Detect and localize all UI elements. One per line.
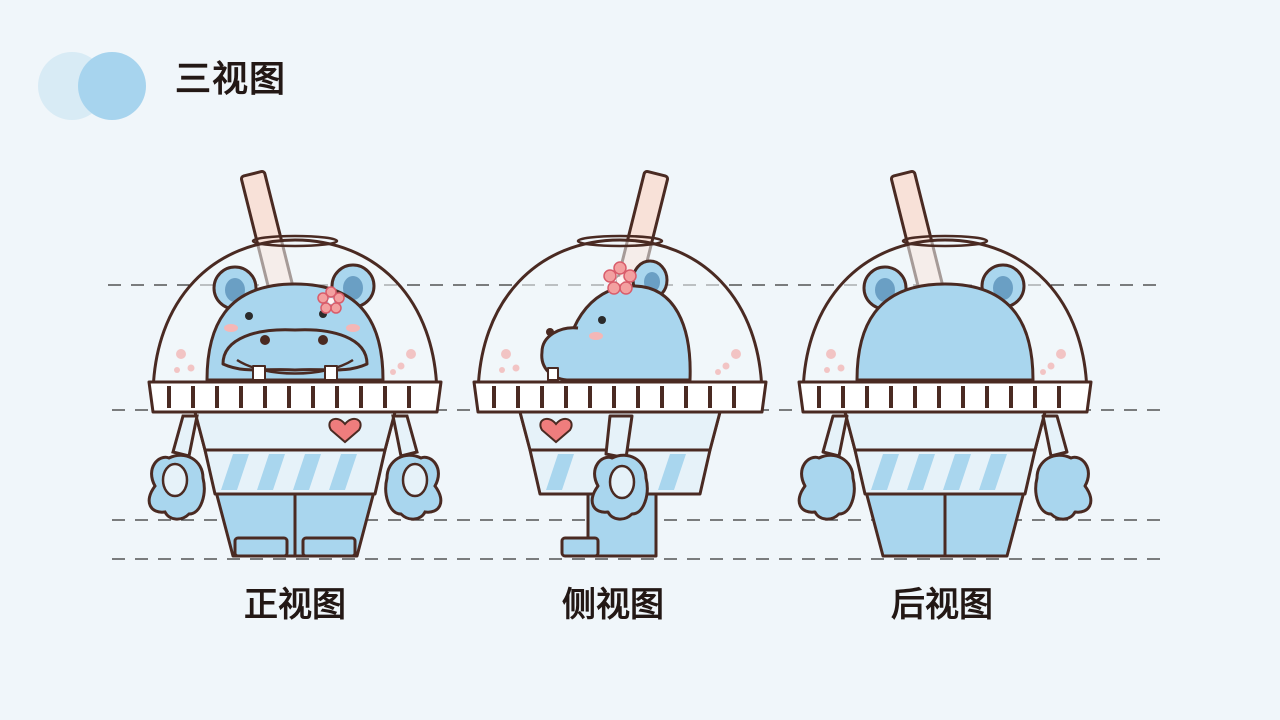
side-view-label: 侧视图 bbox=[562, 585, 664, 625]
back-view-label: 后视图 bbox=[891, 585, 993, 625]
front-view-figure bbox=[147, 170, 443, 558]
front-view-label: 正视图 bbox=[244, 585, 346, 625]
page-title: 三视图 bbox=[175, 59, 287, 100]
side-view-figure bbox=[472, 170, 768, 558]
back-view-figure bbox=[797, 170, 1093, 558]
header-decoration-circles bbox=[38, 52, 146, 120]
decor-circle-main bbox=[78, 52, 146, 120]
